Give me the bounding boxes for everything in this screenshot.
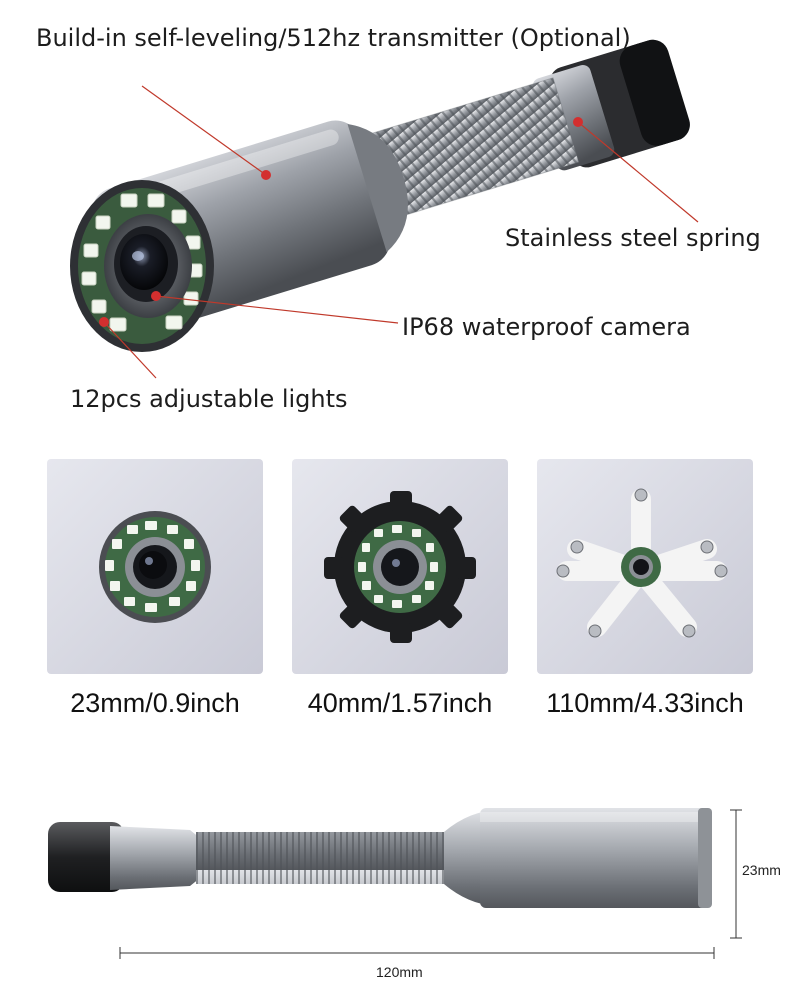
size-label-40mm: 40mm/1.57inch bbox=[307, 688, 493, 718]
callout-lights: 12pcs adjustable lights bbox=[70, 385, 348, 413]
size-label-23mm: 23mm/0.9inch bbox=[70, 688, 240, 718]
led-ring bbox=[81, 193, 203, 332]
height-dimension-label: 23mm bbox=[742, 862, 781, 878]
wheel-skid-icon bbox=[556, 488, 728, 638]
black-skid-icon bbox=[324, 491, 476, 643]
bare-head-icon bbox=[99, 511, 211, 623]
callout-camera: IP68 waterproof camera bbox=[402, 313, 691, 341]
callout-transmitter: Build-in self-leveling/512hz transmitter… bbox=[36, 24, 631, 52]
size-label-110mm: 110mm/4.33inch bbox=[546, 688, 744, 718]
side-view-drawing bbox=[48, 808, 742, 959]
callout-spring: Stainless steel spring bbox=[505, 224, 761, 252]
length-dimension-label: 120mm bbox=[376, 964, 423, 980]
size-panel-110mm bbox=[537, 459, 753, 674]
hero-camera-illustration bbox=[70, 39, 699, 379]
size-panel-40mm bbox=[292, 459, 508, 674]
size-panel-23mm bbox=[47, 459, 263, 674]
